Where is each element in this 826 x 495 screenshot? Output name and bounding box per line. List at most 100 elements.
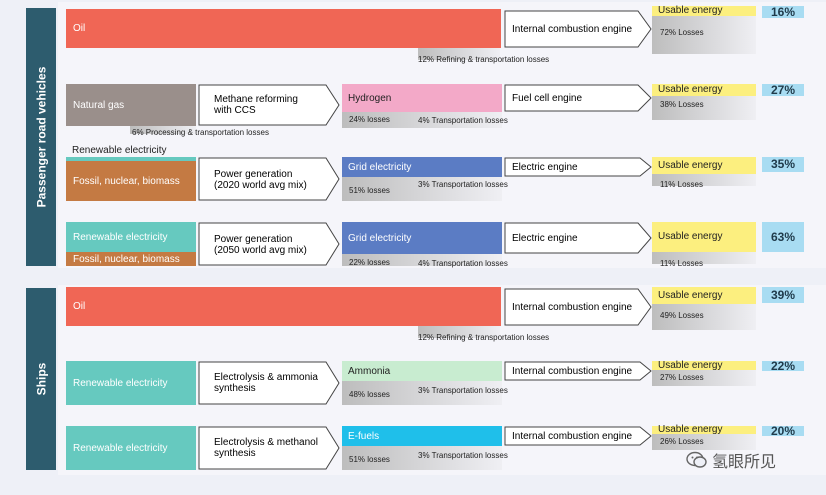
carrier-label: Ammonia <box>348 365 391 377</box>
engine-arrow <box>504 222 652 254</box>
watermark: 氢眼所见 <box>686 448 776 472</box>
engine-loss: 49% Losses <box>660 311 704 320</box>
engine-arrow <box>504 84 652 112</box>
engine-loss: 27% Losses <box>660 373 704 382</box>
usable-energy: Usable energy <box>652 287 756 304</box>
engine-arrow <box>504 10 652 48</box>
process-label: Power generation (2020 world avg mix) <box>214 169 307 191</box>
loss-flow <box>130 124 196 134</box>
source-fossil: Fossil, nuclear, biomass <box>66 252 196 266</box>
transport-loss: 3% Transportation losses <box>418 180 508 189</box>
source-fossil: Fossil, nuclear, biomass <box>66 161 196 201</box>
source-renewable: Renewable electricity <box>66 222 196 252</box>
engine-label: Internal combustion engine <box>512 430 633 442</box>
engine-loss: 72% Losses <box>660 28 704 37</box>
usable-energy: Usable energy <box>652 84 756 96</box>
source-oil: Oil <box>66 9 501 48</box>
usable-energy: Usable energy <box>652 6 756 16</box>
transport-loss: 4% Transportation losses <box>418 116 508 125</box>
source-label: Oil <box>73 301 86 312</box>
carrier-label: Hydrogen <box>348 92 392 104</box>
process-arrow <box>198 222 340 266</box>
source-label: Renewable electricity <box>73 377 168 389</box>
engine-loss-flow <box>652 252 756 264</box>
refine-loss: 12% Refining & transportation losses <box>418 55 550 64</box>
transport-loss: 3% Transportation losses <box>418 451 508 460</box>
efficiency-pct: 16% <box>762 6 804 18</box>
loss-flow <box>342 254 502 266</box>
engine-label: Fuel cell engine <box>512 92 583 104</box>
usable-energy: Usable energy <box>652 425 756 435</box>
efficiency-pct: 22% <box>762 360 804 372</box>
carrier-loss: 48% losses <box>349 390 390 399</box>
carrier-loss: 51% losses <box>349 455 390 464</box>
transport-loss: 4% Transportation losses <box>418 259 508 268</box>
loss-flow <box>342 446 502 470</box>
efficiency-pct: 35% <box>762 157 804 172</box>
engine-label: Electric engine <box>512 161 578 173</box>
process-arrow <box>198 361 340 405</box>
carrier-loss: 24% losses <box>349 115 390 124</box>
engine-label: Internal combustion engine <box>512 23 633 35</box>
carrier-loss: 51% losses <box>349 186 390 195</box>
carrier-loss: 22% losses <box>349 258 390 267</box>
process-arrow <box>198 426 340 470</box>
source-top-label: Renewable electricity <box>72 145 167 156</box>
efficiency-pct: 27% <box>762 84 804 96</box>
watermark-text: 氢眼所见 <box>712 454 777 471</box>
usable-energy: Usable energy <box>652 157 756 174</box>
source-label: Natural gas <box>73 99 125 111</box>
process-arrow <box>198 157 340 201</box>
process-label: Electrolysis & methanol synthesis <box>214 437 318 459</box>
engine-loss-flow <box>652 304 756 330</box>
efficiency-pct: 39% <box>762 287 804 303</box>
source-label: Renewable electricity <box>73 442 168 454</box>
carrier-grid: Grid electricity <box>342 157 502 177</box>
engine-loss: 26% Losses <box>660 437 704 446</box>
carrier-grid: Grid electricity <box>342 222 502 254</box>
transport-loss: 3% Transportation losses <box>418 386 508 395</box>
usable-energy: Usable energy <box>652 222 756 252</box>
usable-energy: Usable energy <box>652 361 756 371</box>
engine-loss-flow <box>652 174 756 186</box>
carrier-ammonia: Ammonia <box>342 361 502 381</box>
engine-loss: 11% Losses <box>660 259 703 268</box>
section-label-ships-text: Ships <box>34 362 49 396</box>
loss-flow <box>418 324 500 338</box>
source-renewable-bar <box>66 157 196 161</box>
process-label: Methane reforming with CCS <box>214 94 298 116</box>
engine-loss: 38% Losses <box>660 100 704 109</box>
engine-loss-flow <box>652 434 756 450</box>
source-label: Fossil, nuclear, biomass <box>73 175 180 187</box>
refine-loss: 12% Refining & transportation losses <box>418 333 550 342</box>
loss-flow <box>342 381 502 405</box>
process-arrow <box>198 84 340 126</box>
section-label-road-text: Passenger road vehicles <box>34 66 48 208</box>
carrier-efuels: E-fuels <box>342 426 502 446</box>
section-label-ships: Ships <box>26 288 56 470</box>
source-oil: Oil <box>66 287 501 326</box>
loss-flow <box>342 177 502 201</box>
engine-label: Internal combustion engine <box>512 301 633 313</box>
engine-arrow <box>504 361 652 381</box>
wechat-icon <box>686 451 707 468</box>
process-label: Power generation (2050 world avg mix) <box>214 234 307 256</box>
engine-loss-flow <box>652 370 756 386</box>
carrier-label: E-fuels <box>348 430 380 442</box>
source-label: Oil <box>73 23 86 34</box>
efficiency-pct: 63% <box>762 222 804 252</box>
engine-loss: 11% Losses <box>660 180 703 189</box>
engine-label: Internal combustion engine <box>512 365 633 377</box>
engine-label: Electric engine <box>512 232 578 244</box>
carrier-label: Grid electricity <box>348 232 412 244</box>
carrier-label: Grid electricity <box>348 161 412 173</box>
efficiency-pct: 20% <box>762 425 804 437</box>
loss-flow <box>418 46 500 60</box>
source-renewable: Renewable electricity <box>66 361 196 405</box>
carrier-hydrogen: Hydrogen <box>342 84 502 112</box>
engine-arrow <box>504 426 652 446</box>
process-loss: 6% Processing & transportation losses <box>132 128 269 137</box>
engine-arrow <box>504 157 652 177</box>
source-label: Renewable electricity <box>73 231 168 243</box>
process-label: Electrolysis & ammonia synthesis <box>214 372 318 394</box>
